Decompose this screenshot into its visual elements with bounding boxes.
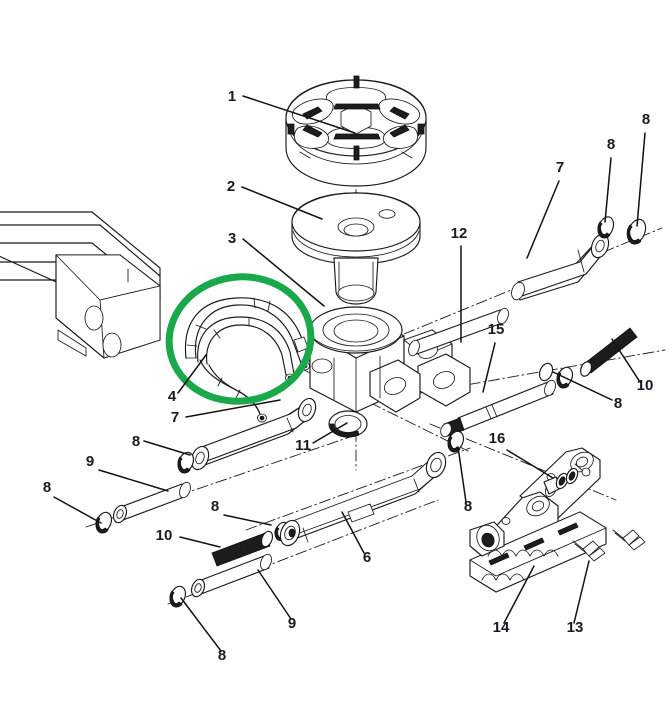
callout-label-14-23: 14 [493,619,510,636]
callout-label-1-0: 1 [228,88,236,105]
callout-leader-11-13 [312,422,348,444]
callout-label-8-6: 8 [132,433,140,450]
callout-label-13-24: 13 [567,619,584,636]
part-1-flex-coupling-disc [285,75,427,187]
callout-label-10-19: 10 [637,377,654,394]
callout-leader-8-20 [552,371,613,401]
part-8-retaining-ring-upper-a [597,216,615,239]
part-13-mounting-bolt-a [572,540,606,562]
callout-leader-7-5 [185,399,281,418]
boom-arm-assembly [0,211,161,359]
part-16-bushing-set [543,463,591,497]
callout-leader-8-16 [604,157,612,223]
part-8-retaining-ring-upper-b [626,218,647,245]
part-7-pivot-pin-sleeve-upper [511,233,610,301]
callout-label-11-13: 11 [295,437,311,454]
part-13-mounting-bolt-b [612,529,646,551]
callout-label-8-12: 8 [218,647,226,664]
callout-leader-8-8 [53,496,102,524]
callout-label-8-10: 8 [211,498,219,515]
part-10-threaded-rod-lower [211,530,274,567]
callout-label-2-1: 2 [227,178,235,195]
callout-leader-8-21 [457,446,467,503]
callout-leader-10-19 [611,338,641,383]
callout-leader-7-15 [526,180,560,259]
part-8-retaining-ring-rod-right [538,362,554,382]
callout-leader-8-10 [223,514,272,526]
callout-leader-6-4 [341,511,365,554]
callout-leader-8-12 [180,597,222,652]
part-7-pivot-pin-sleeve-left [190,397,317,471]
callout-leader-9-11 [257,569,292,620]
part-2-drive-plate [291,192,421,305]
green-highlight-ellipse [165,273,315,405]
callout-leader-8-17 [636,132,646,227]
callout-leader-10-9 [179,536,221,548]
callout-leader-4-3 [177,354,207,394]
part-8-retaining-ring-arm [447,430,465,453]
callout-leader-8-6 [143,440,191,456]
callout-label-8-20: 8 [614,395,622,412]
callout-leader-9-7 [98,469,169,492]
callout-leader-2-1 [241,186,323,220]
part-11-spacer-ring [328,410,368,438]
callout-label-8-21: 8 [464,498,472,515]
callout-leader-3-2 [242,238,325,307]
part-8-retaining-ring-bottom [169,585,187,608]
callout-label-15-18: 15 [488,321,505,338]
callout-leader-15-18 [482,342,496,393]
callout-leader-13-24 [573,560,590,624]
part-8-retaining-ring-left-b [95,511,113,534]
callout-label-4-3: 4 [168,388,177,405]
callout-label-3-2: 3 [228,230,236,247]
callout-label-8-16: 8 [607,136,615,153]
callout-label-8-17: 8 [642,111,650,128]
callout-leader-lines [53,95,646,652]
callout-label-10-9: 10 [156,527,173,544]
part-3-gearbox-housing [309,306,471,413]
callout-label-7-15: 7 [556,159,564,176]
callout-label-7-5: 7 [171,409,179,426]
callout-label-12-14: 12 [451,225,468,242]
part-8-retaining-ring-left-a [177,451,195,474]
part-9-pin-short-bottom [190,553,272,598]
callout-label-6-4: 6 [363,549,371,566]
part-10-threaded-rod-right [580,327,638,377]
callout-leader-1-0 [242,95,356,134]
part-12-link-rod-upper [408,307,509,357]
part-6-link-arm-lower [279,451,447,547]
callout-leader-14-23 [503,565,535,624]
part-9-pin-short-left [112,481,191,524]
callout-label-9-11: 9 [288,615,296,632]
callout-leader-16-22 [506,449,554,479]
callout-label-16-22: 16 [489,430,506,447]
callout-label-9-7: 9 [86,453,94,470]
callout-label-8-8: 8 [43,479,51,496]
